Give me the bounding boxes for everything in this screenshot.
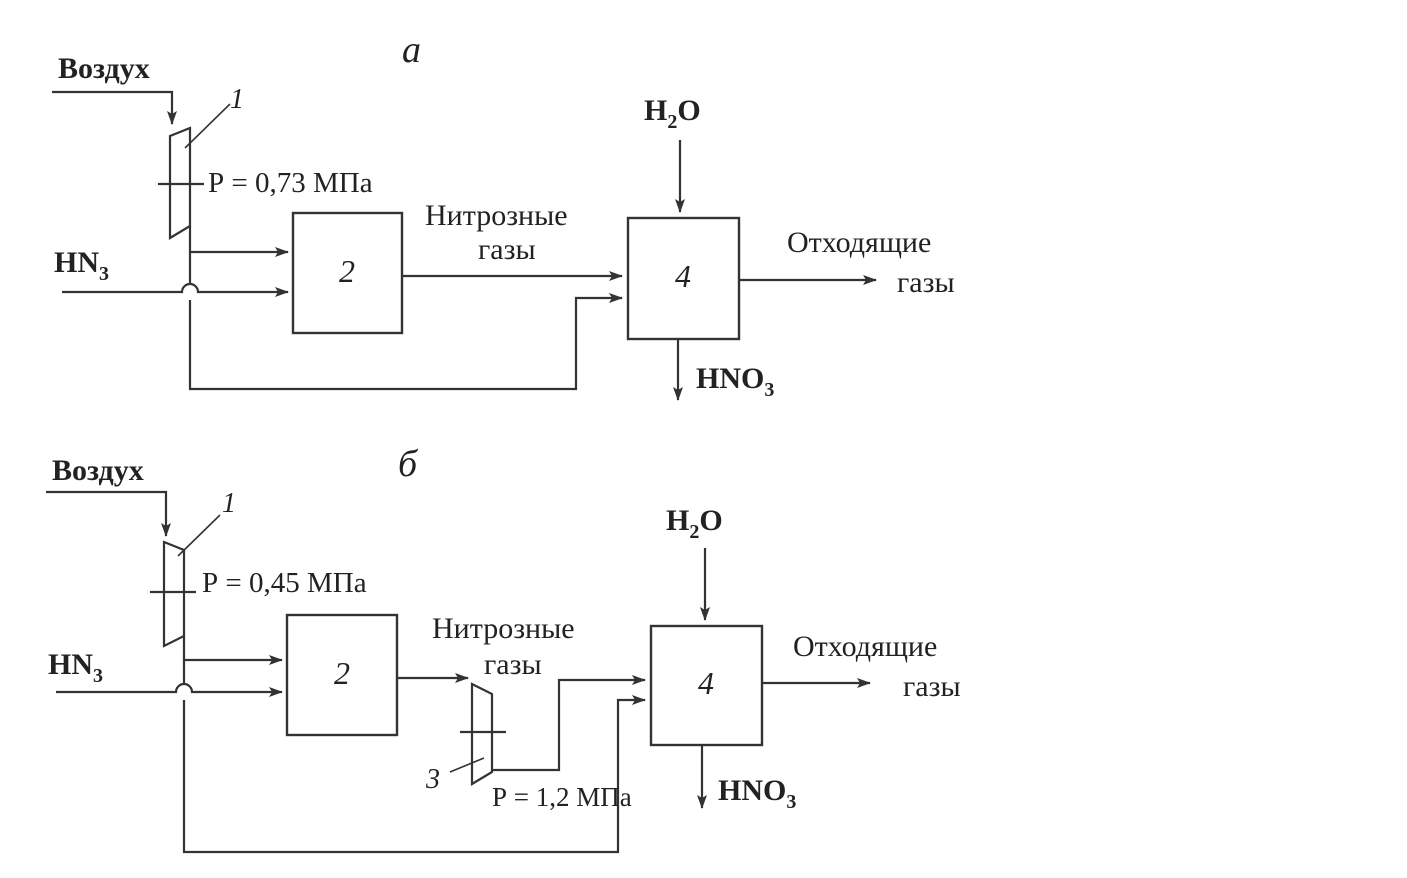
compressor3-leader-b — [449, 757, 485, 773]
reactor-box-b — [285, 613, 399, 737]
compressor-leader-b — [177, 514, 221, 557]
diagram-b: б Воздух 1 Р = 0,45 МПа HN3 2 Нитрозные … — [46, 443, 961, 854]
air-label-b: Воздух — [52, 454, 144, 487]
ammonia-label-b: HN3 — [48, 648, 103, 687]
ammonia-inlet-line-a — [62, 282, 289, 297]
absorber-box-a — [626, 216, 741, 341]
reactor-number-b: 2 — [334, 655, 350, 691]
air-to-reactor-line-b — [182, 636, 283, 665]
nitrous-label-line2-a: газы — [478, 233, 536, 266]
compressor-number-a: 1 — [230, 84, 244, 115]
bypass-air-line-a — [188, 252, 622, 391]
air-inlet-line-b — [46, 490, 171, 537]
offgas-label-line2-b: газы — [903, 670, 961, 703]
ammonia-inlet-line-b — [56, 682, 283, 697]
water-label-b: H2O — [666, 504, 723, 543]
bypass-air-line-b — [182, 660, 645, 854]
absorber-box-b — [649, 624, 764, 747]
water-label-a: H2O — [644, 94, 701, 133]
nitrous-label-line1-a: Нитрозные — [425, 199, 568, 232]
air-inlet-line-a — [52, 90, 177, 125]
compressor-3-b — [470, 682, 494, 786]
panel-label-b: б — [398, 443, 419, 485]
absorber-number-b: 4 — [698, 665, 714, 701]
compressor-number-b: 1 — [222, 488, 236, 519]
offgas-label-line2-a: газы — [897, 266, 955, 299]
offgas-label-line1-b: Отходящие — [793, 630, 937, 663]
nitrous-label-line2-b: газы — [484, 648, 542, 681]
ammonia-label-a: HN3 — [54, 246, 109, 285]
pressure-label-b: Р = 0,45 МПа — [202, 567, 367, 599]
absorber-number-a: 4 — [675, 258, 691, 294]
compressor-leader-a — [184, 103, 231, 149]
pressure2-label-b: Р = 1,2 МПа — [492, 782, 632, 812]
reactor-number-a: 2 — [339, 253, 355, 289]
nitrous-label-line1-b: Нитрозные — [432, 612, 575, 645]
nitrous-to-absorber-line-b — [492, 675, 646, 772]
compressor-1-b — [162, 540, 186, 648]
acid-label-a: HNO3 — [696, 362, 774, 401]
air-to-reactor-line-a — [188, 226, 289, 257]
diagram-a: а Воздух 1 Р = 0,73 МПа HN3 2 Нитрозные … — [52, 29, 955, 401]
pressure-label-a: Р = 0,73 МПа — [208, 167, 373, 199]
reactor-box-a — [291, 211, 404, 335]
offgas-label-line1-a: Отходящие — [787, 226, 931, 259]
acid-label-b: HNO3 — [718, 774, 796, 813]
compressor3-number-b: 3 — [425, 764, 440, 795]
panel-label-a: а — [402, 29, 421, 71]
air-label-a: Воздух — [58, 52, 150, 85]
